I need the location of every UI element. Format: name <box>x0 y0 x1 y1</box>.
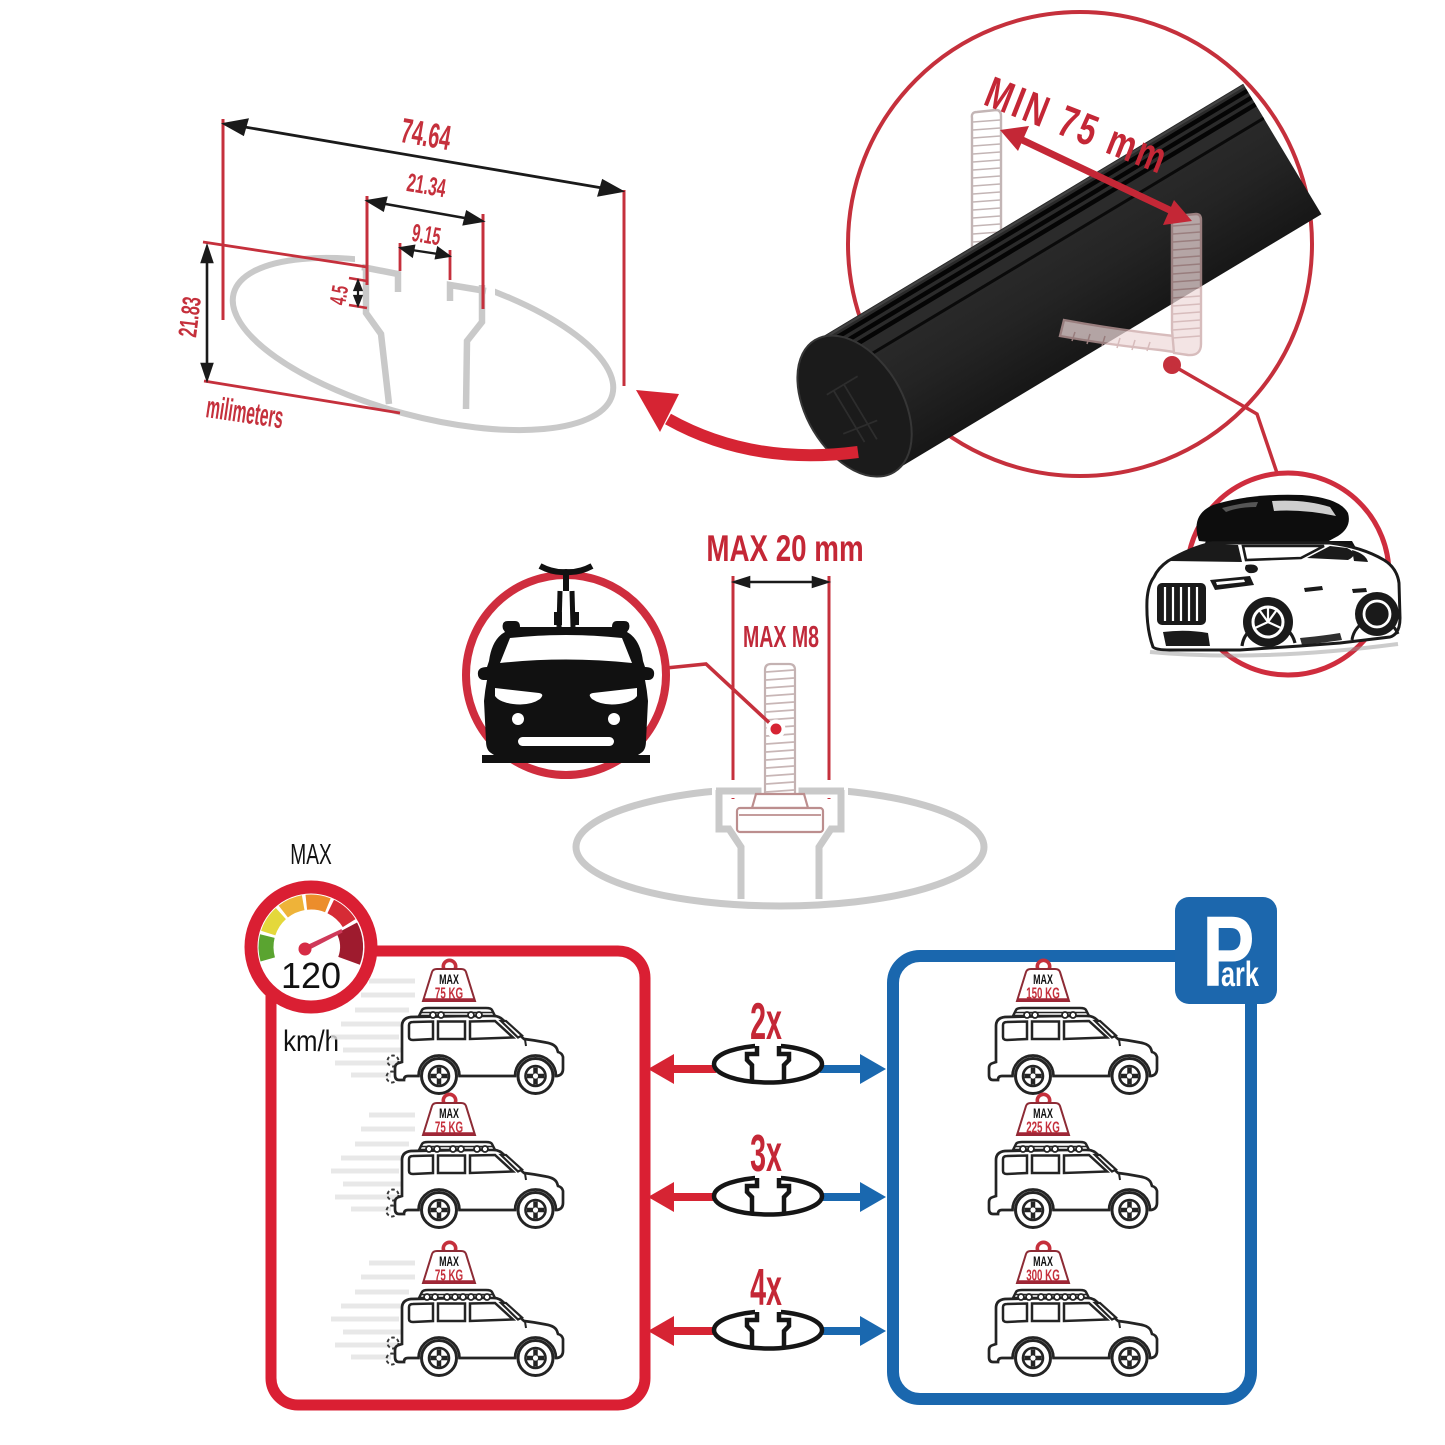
svg-text:150 KG: 150 KG <box>1026 984 1060 1002</box>
svg-text:21.83: 21.83 <box>172 295 207 339</box>
svg-text:4.5: 4.5 <box>326 283 354 307</box>
svg-text:MAX: MAX <box>439 1107 459 1121</box>
svg-text:MAX: MAX <box>439 973 459 987</box>
svg-text:MAX M8: MAX M8 <box>743 621 819 655</box>
svg-text:km/h: km/h <box>283 1024 339 1057</box>
svg-text:P: P <box>1202 896 1255 1008</box>
svg-text:MAX: MAX <box>1033 1255 1053 1269</box>
svg-text:300 KG: 300 KG <box>1026 1266 1060 1284</box>
svg-text:225 KG: 225 KG <box>1026 1118 1060 1136</box>
svg-text:75 KG: 75 KG <box>435 984 463 1002</box>
svg-text:MAX: MAX <box>1033 973 1053 987</box>
svg-text:9.15: 9.15 <box>410 219 443 251</box>
svg-text:21.34: 21.34 <box>405 168 448 203</box>
svg-text:3x: 3x <box>750 1124 782 1182</box>
svg-text:MAX: MAX <box>1033 1107 1053 1121</box>
svg-text:4x: 4x <box>750 1258 782 1316</box>
svg-text:2x: 2x <box>750 992 782 1050</box>
svg-text:MAX 20 mm: MAX 20 mm <box>706 527 863 569</box>
svg-text:74.64: 74.64 <box>398 112 454 159</box>
svg-text:75 KG: 75 KG <box>435 1266 463 1284</box>
svg-text:120: 120 <box>281 955 341 996</box>
svg-text:ark: ark <box>1221 955 1259 994</box>
svg-text:MAX: MAX <box>439 1255 459 1269</box>
svg-text:MAX: MAX <box>290 839 331 871</box>
svg-text:milimeters: milimeters <box>204 391 286 436</box>
svg-text:75 KG: 75 KG <box>435 1118 463 1136</box>
